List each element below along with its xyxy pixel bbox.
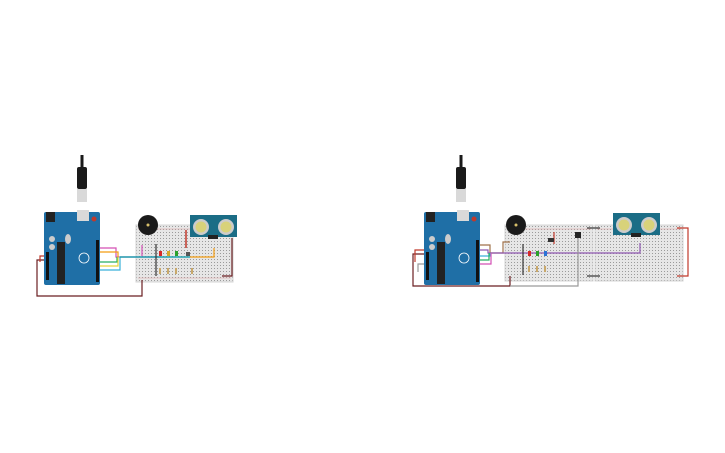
circuit-1 — [36, 155, 237, 297]
usb-cable — [456, 155, 466, 202]
ultrasonic-sensor[interactable] — [613, 213, 660, 237]
resistors — [528, 266, 546, 272]
usb-cable — [77, 155, 87, 202]
arduino-uno[interactable] — [43, 209, 101, 286]
pushbutton[interactable] — [186, 252, 190, 256]
resistors — [159, 268, 193, 274]
circuit-2 — [412, 155, 689, 287]
wires[interactable] — [36, 230, 233, 297]
led-green[interactable] — [175, 251, 178, 256]
piezo-buzzer[interactable] — [506, 215, 526, 235]
wires[interactable] — [412, 227, 689, 287]
slide-switch[interactable] — [548, 238, 554, 242]
piezo-buzzer[interactable] — [138, 215, 158, 235]
led-red[interactable] — [159, 251, 162, 256]
led-yellow[interactable] — [167, 251, 170, 256]
arduino-uno[interactable] — [423, 209, 481, 286]
transistor[interactable] — [575, 232, 581, 238]
led-green[interactable] — [536, 251, 539, 256]
ultrasonic-sensor[interactable] — [190, 215, 237, 239]
led-red[interactable] — [528, 251, 531, 256]
led-blue[interactable] — [544, 251, 547, 256]
